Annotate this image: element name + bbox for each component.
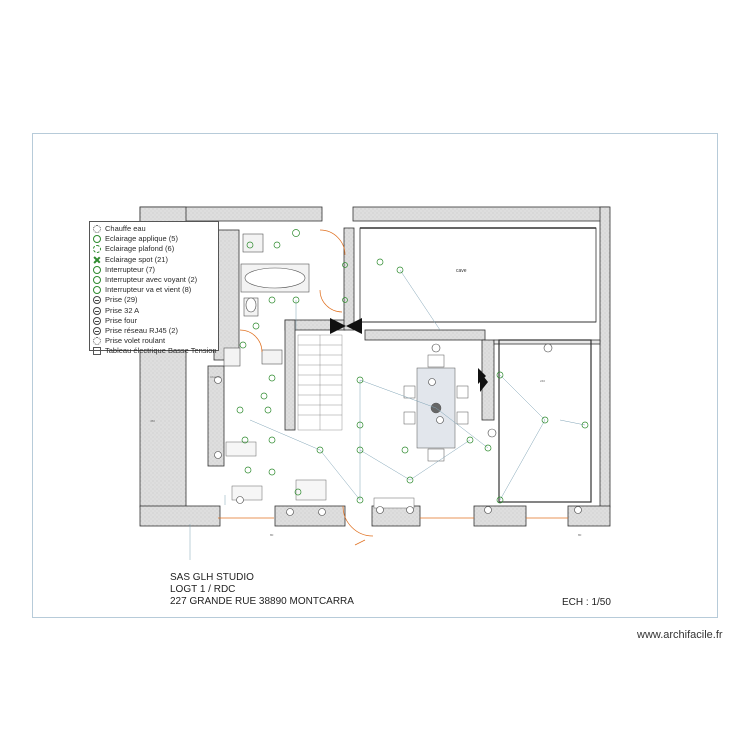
legend-item-chauffe-eau: Chauffe eau bbox=[93, 224, 218, 234]
kitchen-counter bbox=[225, 441, 415, 509]
wall-light-icon bbox=[93, 235, 101, 244]
outlet-32a-icon bbox=[93, 306, 101, 315]
legend-label: Chauffe eau bbox=[105, 224, 146, 234]
legend-item-prise-32a: Prise 32 A bbox=[93, 306, 218, 316]
outlet-symbols bbox=[214, 343, 582, 516]
legend-item-interrupteur-va-et-vient: Interrupteur va et vient (8) bbox=[93, 285, 218, 295]
legend-item-eclairage-plafond: Eclairage plafond (6) bbox=[93, 244, 218, 254]
staircase bbox=[297, 334, 343, 431]
title-lot: LOGT 1 / RDC bbox=[170, 584, 236, 595]
legend-label: Prise réseau RJ45 (2) bbox=[105, 325, 178, 335]
title-block: SAS GLH STUDIO LOGT 1 / RDC 227 GRANDE R… bbox=[170, 572, 354, 608]
legend: Chauffe eau Eclairage applique (5) Eclai… bbox=[89, 221, 219, 356]
legend-item-eclairage-spot: Eclairage spot (21) bbox=[93, 255, 218, 265]
switch-icon bbox=[93, 265, 101, 274]
legend-item-prise: Prise (29) bbox=[93, 295, 218, 305]
two-way-switch-icon bbox=[93, 286, 101, 295]
oven-outlet-icon bbox=[93, 316, 101, 325]
legend-label: Eclairage spot (21) bbox=[105, 254, 168, 264]
legend-item-eclairage-applique: Eclairage applique (5) bbox=[93, 234, 218, 244]
spot-light-icon bbox=[93, 256, 101, 264]
outlet-icon bbox=[93, 296, 101, 305]
legend-label: Eclairage plafond (6) bbox=[105, 244, 175, 254]
watermark: www.archifacile.fr bbox=[637, 629, 723, 641]
title-company: SAS GLH STUDIO bbox=[170, 572, 254, 583]
title-address: 227 GRANDE RUE 38890 MONTCARRA bbox=[170, 596, 354, 607]
water-heater-icon bbox=[93, 225, 101, 234]
legend-label: Prise volet roulant bbox=[105, 336, 166, 346]
electrical-symbols bbox=[236, 229, 589, 504]
legend-label: Interrupteur avec voyant (2) bbox=[105, 275, 198, 285]
legend-label: Prise four bbox=[105, 315, 138, 325]
legend-item-prise-rj45: Prise réseau RJ45 (2) bbox=[93, 326, 218, 336]
legend-item-prise-four: Prise four bbox=[93, 316, 218, 326]
legend-label: Prise 32 A bbox=[105, 305, 140, 315]
legend-item-tableau: Tableau électrique Basse Tension bbox=[93, 346, 218, 356]
scale-label: ECH : 1/50 bbox=[562, 597, 611, 608]
svg-text:Chauffe: Chauffe bbox=[210, 375, 221, 379]
shutter-outlet-icon bbox=[93, 337, 101, 346]
cave-room bbox=[359, 227, 597, 323]
svg-text:80: 80 bbox=[270, 533, 274, 537]
svg-text:450: 450 bbox=[150, 419, 155, 423]
legend-label: Eclairage applique (5) bbox=[105, 234, 178, 244]
legend-label: Interrupteur va et vient (8) bbox=[105, 285, 192, 295]
svg-text:240: 240 bbox=[540, 379, 545, 383]
svg-text:80: 80 bbox=[578, 533, 582, 537]
rj45-outlet-icon bbox=[93, 326, 101, 335]
legend-item-interrupteur: Interrupteur (7) bbox=[93, 265, 218, 275]
dining-table bbox=[403, 354, 469, 462]
right-room bbox=[498, 339, 592, 503]
legend-item-prise-volet: Prise volet roulant bbox=[93, 336, 218, 346]
doors bbox=[218, 229, 568, 546]
legend-label: Prise (29) bbox=[105, 295, 138, 305]
dimension-marks: 450 Chauffe 240 80 80 bbox=[150, 375, 582, 537]
legend-label: Interrupteur (7) bbox=[105, 264, 156, 274]
door-markers bbox=[330, 318, 488, 392]
switch-indicator-icon bbox=[93, 276, 101, 285]
sheet-frame bbox=[32, 133, 718, 618]
legend-label: Tableau électrique Basse Tension bbox=[105, 346, 217, 356]
room-label-cave: cave bbox=[456, 268, 467, 274]
legend-item-interrupteur-voyant: Interrupteur avec voyant (2) bbox=[93, 275, 218, 285]
electrical-wiring bbox=[189, 269, 586, 560]
ceiling-light-icon bbox=[93, 245, 101, 254]
electrical-panel-icon bbox=[93, 347, 101, 356]
